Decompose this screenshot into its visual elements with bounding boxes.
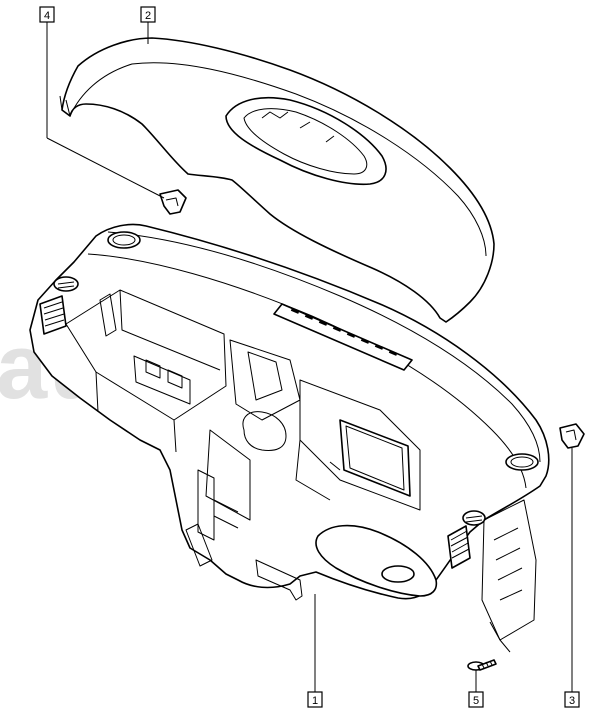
callout-2: 2 [140, 6, 156, 23]
callout-2-label: 2 [145, 10, 151, 22]
screw-part-5 [467, 659, 497, 671]
callout-4-label: 4 [44, 10, 50, 22]
callout-1: 1 [307, 691, 323, 708]
callout-1-label: 1 [312, 695, 318, 707]
callout-3-label: 3 [569, 695, 575, 707]
callout-5-label: 5 [473, 695, 479, 707]
clip-part-3 [559, 423, 585, 449]
leader-lines [46, 22, 573, 692]
clip-part-4 [159, 189, 187, 215]
callout-5: 5 [468, 691, 484, 708]
callout-4: 4 [39, 6, 55, 23]
dashboard-main-part [29, 223, 550, 653]
callout-3: 3 [564, 691, 580, 708]
dashboard-top-cover-part [59, 37, 495, 323]
leader-4-diag [46, 137, 165, 199]
